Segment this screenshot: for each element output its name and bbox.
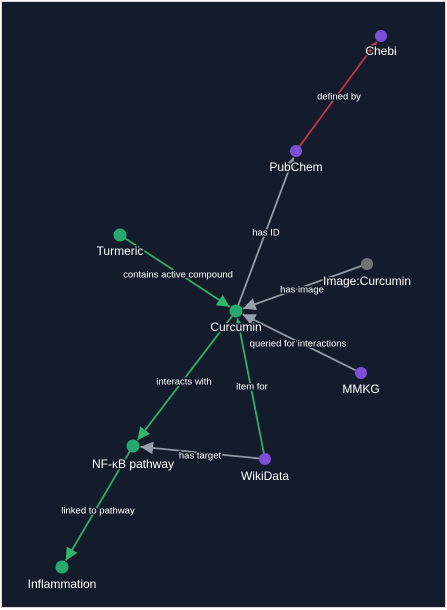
edge-nfkb-to-inflammation [65, 451, 131, 561]
node-label-nfkb: NF-κB pathway [92, 457, 174, 471]
edge-label-turmeric-to-curcumin: contains active compound [123, 270, 233, 281]
node-label-image_curcumin: Image:Curcumin [323, 274, 411, 288]
edge-curcumin-to-pubchem [237, 157, 296, 306]
node-label-wikidata: WikiData [241, 469, 289, 483]
edge-label-pubchem-to-chebi: defined by [317, 92, 361, 103]
node-image_curcumin[interactable] [361, 258, 373, 270]
edge-label-wikidata-to-nfkb: has target [179, 451, 222, 462]
graph-edges [65, 41, 378, 561]
graph-node-labels: ChebiPubChemTurmericImage:CurcuminCurcum… [26, 43, 412, 593]
edge-label-curcumin-to-nfkb: interacts with [156, 377, 211, 388]
edge-mmkg-to-curcumin [242, 313, 357, 372]
node-mmkg[interactable] [355, 367, 367, 379]
edge-label-wikidata-to-curcumin: item for [236, 382, 268, 393]
edge-curcumin-to-nfkb [136, 315, 233, 441]
edge-label-nfkb-to-inflammation: linked to pathway [61, 506, 135, 517]
edge-wikidata-to-nfkb [140, 441, 260, 460]
edge-pubchem-to-chebi [298, 41, 378, 147]
node-label-inflammation: Inflammation [28, 577, 97, 591]
node-wikidata[interactable] [259, 453, 271, 465]
graph-nodes [55, 30, 387, 574]
graph-edge-labels: defined by has ID contains active compound… [60, 90, 363, 518]
node-turmeric[interactable] [113, 228, 127, 242]
edge-label-curcumin-to-pubchem: has ID [252, 228, 280, 239]
edge-label-image_curcumin-to-curcumin: has image [280, 285, 324, 296]
node-label-curcumin: Curcumin [210, 320, 261, 334]
node-inflammation[interactable] [55, 560, 69, 574]
node-label-chebi: Chebi [365, 44, 396, 58]
node-label-mmkg: MMKG [342, 382, 379, 396]
edge-image_curcumin-to-curcumin [242, 265, 362, 311]
node-label-turmeric: Turmeric [97, 244, 144, 258]
node-curcumin[interactable] [229, 304, 243, 318]
node-chebi[interactable] [375, 30, 387, 42]
edge-wikidata-to-curcumin [233, 318, 265, 454]
edge-label-mmkg-to-curcumin: queried for interactions [250, 339, 347, 350]
node-label-pubchem: PubChem [269, 160, 322, 174]
node-nfkb[interactable] [126, 439, 140, 453]
edge-turmeric-to-curcumin [124, 237, 231, 308]
node-pubchem[interactable] [290, 145, 302, 157]
